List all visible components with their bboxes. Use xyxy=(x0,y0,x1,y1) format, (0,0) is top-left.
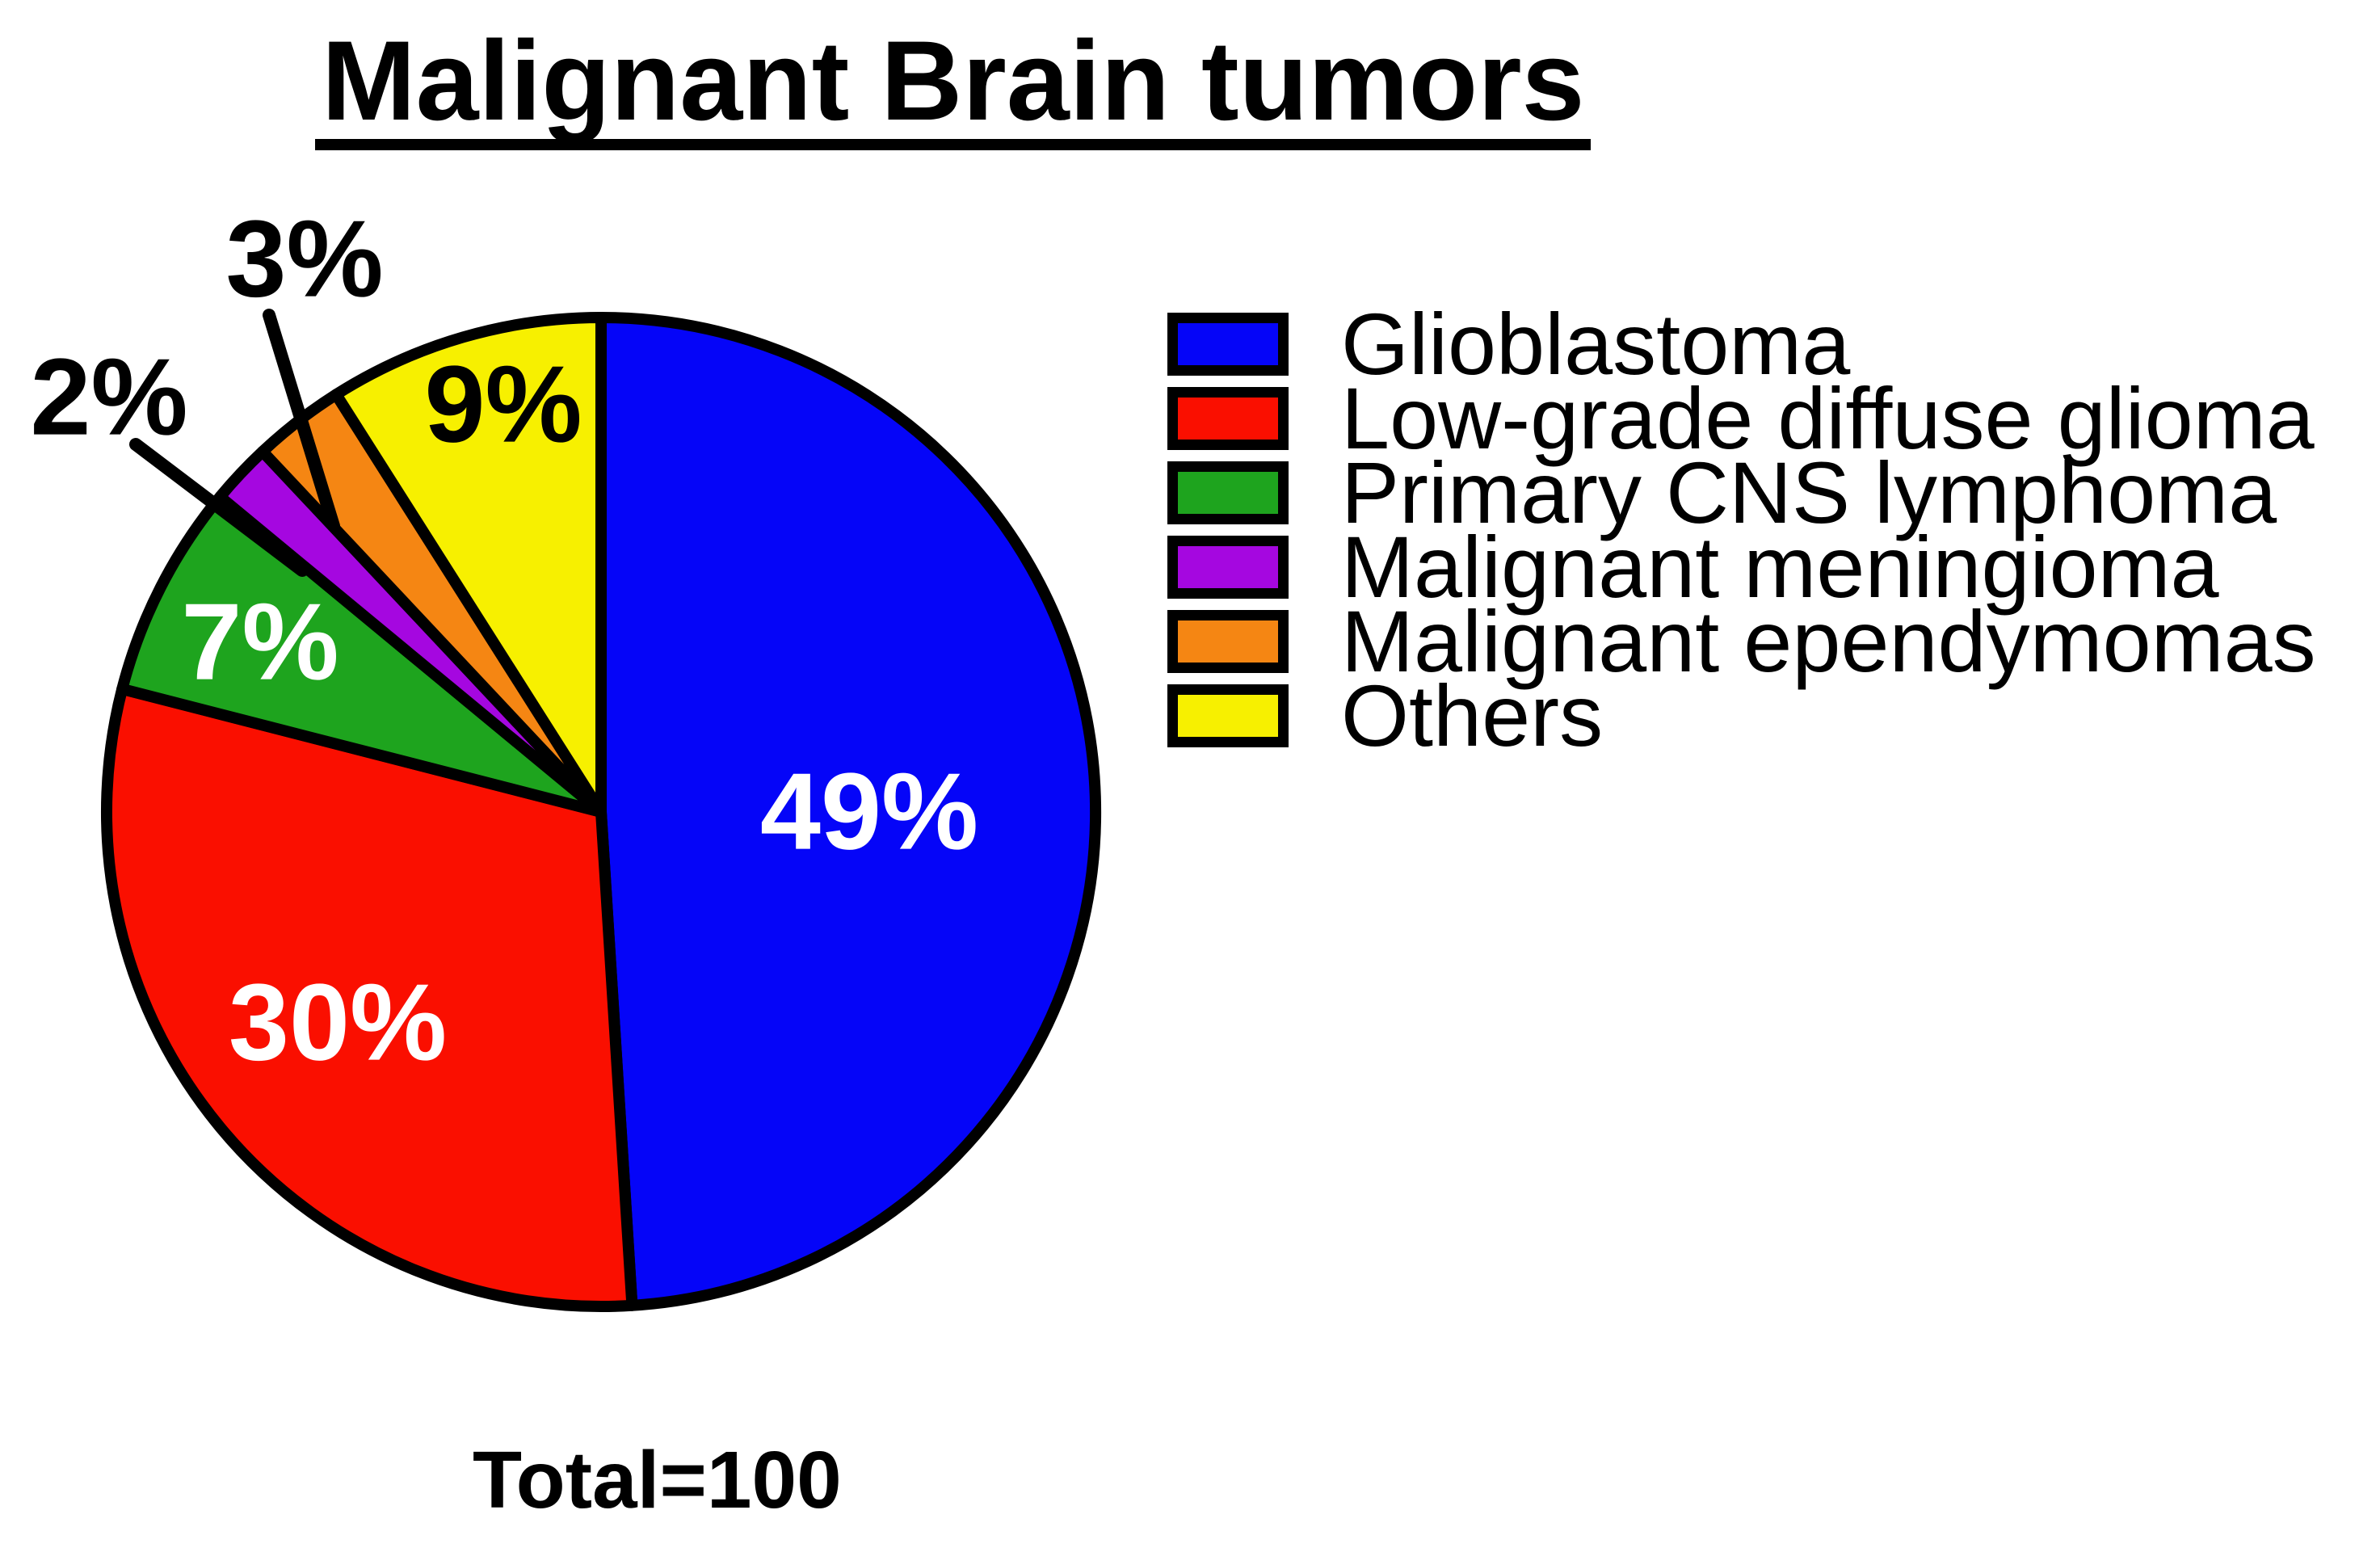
slice-pct-label-others: 9% xyxy=(424,343,582,465)
leader-line-malignant-ependymomas xyxy=(263,309,340,532)
legend-label: Primary CNS lymphoma xyxy=(1341,444,2277,541)
slice-pct-label-glioblastoma: 49% xyxy=(760,751,978,873)
chart-title: Malignant Brain tumors xyxy=(315,24,1592,150)
legend-swatch-icon-primary-cns-lymphoma xyxy=(1167,461,1289,524)
legend-item-glioblastoma: Glioblastoma xyxy=(1167,301,2316,388)
legend-item-malignant-meningioma: Malignant meningioma xyxy=(1167,524,2316,611)
pie-slice-glioblastoma xyxy=(595,312,1102,1311)
legend-label: Malignant meningioma xyxy=(1341,518,2219,616)
legend-swatch-icon-low-grade-diffuse-glioma xyxy=(1167,387,1289,450)
legend-label: Low-grade diffuse glioma xyxy=(1341,369,2315,467)
total-label: Total=100 xyxy=(473,1435,842,1525)
slice-pct-label-primary-cns-lymphoma: 7% xyxy=(181,581,338,703)
legend-label: Glioblastoma xyxy=(1341,295,1851,393)
legend-item-others: Others xyxy=(1167,672,2316,759)
legend-label: Others xyxy=(1341,667,1604,764)
pie-slice-others xyxy=(330,312,607,818)
legend-item-malignant-ependymomas: Malignant ependymomas xyxy=(1167,598,2316,685)
slice-pct-label-malignant-ependymomas: 3% xyxy=(225,198,383,320)
legend-item-low-grade-diffuse-glioma: Low-grade diffuse glioma xyxy=(1167,375,2316,462)
legend-swatch-icon-others xyxy=(1167,684,1289,747)
legend-label: Malignant ependymomas xyxy=(1341,592,2316,690)
legend-swatch-icon-glioblastoma xyxy=(1167,313,1289,376)
slice-pct-label-malignant-meningioma: 2% xyxy=(30,336,187,458)
slice-pct-label-low-grade-diffuse-glioma: 30% xyxy=(229,961,447,1083)
legend-item-primary-cns-lymphoma: Primary CNS lymphoma xyxy=(1167,449,2316,536)
pie-slice-low-grade-diffuse-glioma xyxy=(101,683,638,1313)
legend-swatch-icon-malignant-ependymomas xyxy=(1167,610,1289,673)
leader-line-malignant-meningioma xyxy=(129,438,309,577)
legend-swatch-icon-malignant-meningioma xyxy=(1167,536,1289,599)
pie-chart: 49% 30% 7% 2% 3% 9% xyxy=(30,198,1102,1313)
